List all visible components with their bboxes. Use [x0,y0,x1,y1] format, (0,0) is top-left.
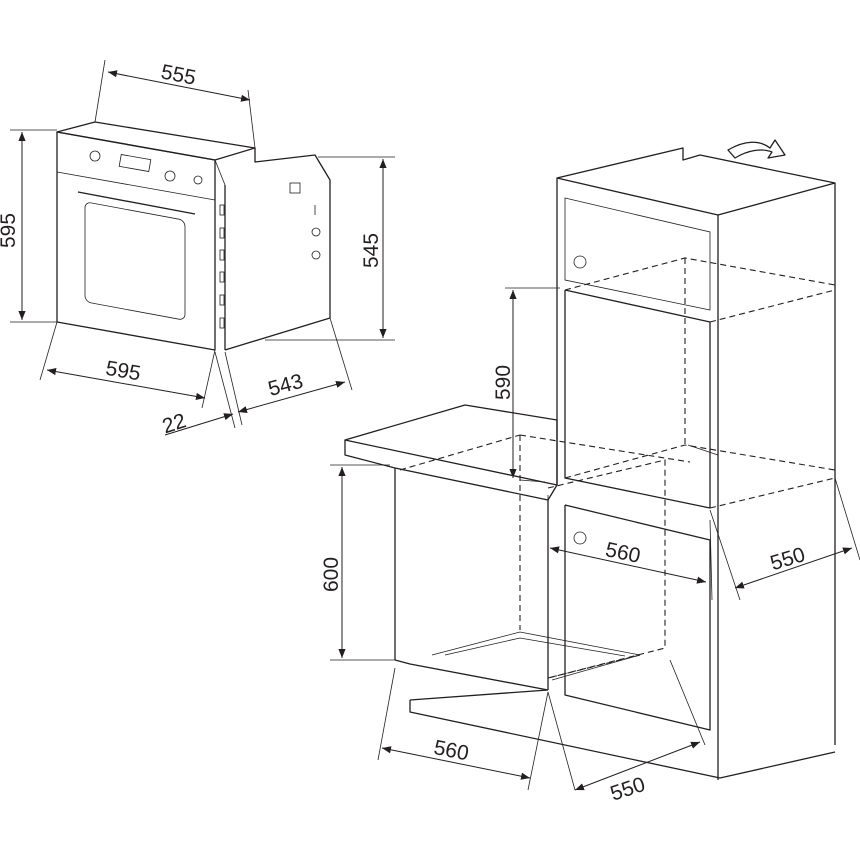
cabinet-dimensions: 590 600 560 550 560 550 [320,287,860,806]
dim-oven-height: 595 [0,213,20,248]
base-cabinet-drawing [344,404,836,779]
dim-oven-depth: 543 [266,370,306,401]
dim-oven-front-thickness: 22 [160,409,189,438]
dim-tall-opening-width: 560 [603,538,642,568]
dim-base-depth: 550 [608,773,648,806]
dim-opening-height: 590 [492,365,515,400]
dim-oven-width-top: 555 [159,60,198,89]
dim-tall-depth: 550 [768,543,808,575]
oven-dimensions: 555 595 545 595 543 22 [0,59,395,438]
dim-base-height: 600 [320,557,343,592]
oven-drawing [56,121,331,351]
tall-cabinet-drawing [547,139,836,780]
dim-base-width: 560 [432,736,471,765]
dim-oven-side-height: 545 [360,233,383,268]
